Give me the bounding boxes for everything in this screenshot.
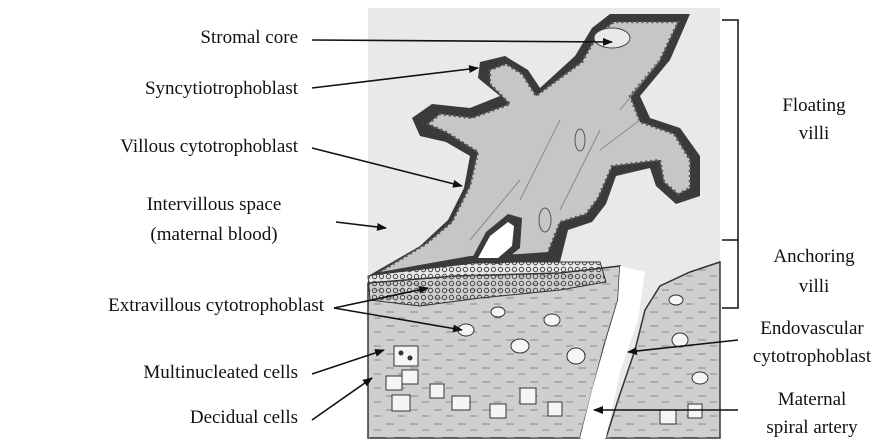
label-intervillous-space: Intervillous space <box>147 194 282 215</box>
label-villous-cytotrophoblast: Villous cytotrophoblast <box>120 136 298 157</box>
label-spiral-artery: spiral artery <box>766 417 858 438</box>
label-anchoring: Anchoring <box>773 246 855 267</box>
label-floating-villi: villi <box>799 123 830 144</box>
label-floating: Floating <box>782 95 846 116</box>
label-anchoring-villi: villi <box>799 276 830 297</box>
label-endovascular-ct: cytotrophoblast <box>753 346 872 367</box>
label-maternal-blood: (maternal blood) <box>150 224 277 245</box>
multinucleated-cells <box>394 346 418 366</box>
tissue-illustration <box>368 8 720 438</box>
villi-bracket <box>722 20 738 308</box>
stromal-vessel <box>594 28 630 48</box>
label-decidual: Decidual cells <box>190 407 298 428</box>
label-maternal: Maternal <box>778 389 847 410</box>
label-syncytiotrophoblast: Syncytiotrophoblast <box>145 78 299 99</box>
label-extravillous: Extravillous cytotrophoblast <box>108 295 325 316</box>
label-multinucleated: Multinucleated cells <box>143 362 298 383</box>
arrow-decidual <box>312 378 372 420</box>
label-stromal-core: Stromal core <box>200 27 298 48</box>
label-endovascular: Endovascular <box>760 318 864 339</box>
